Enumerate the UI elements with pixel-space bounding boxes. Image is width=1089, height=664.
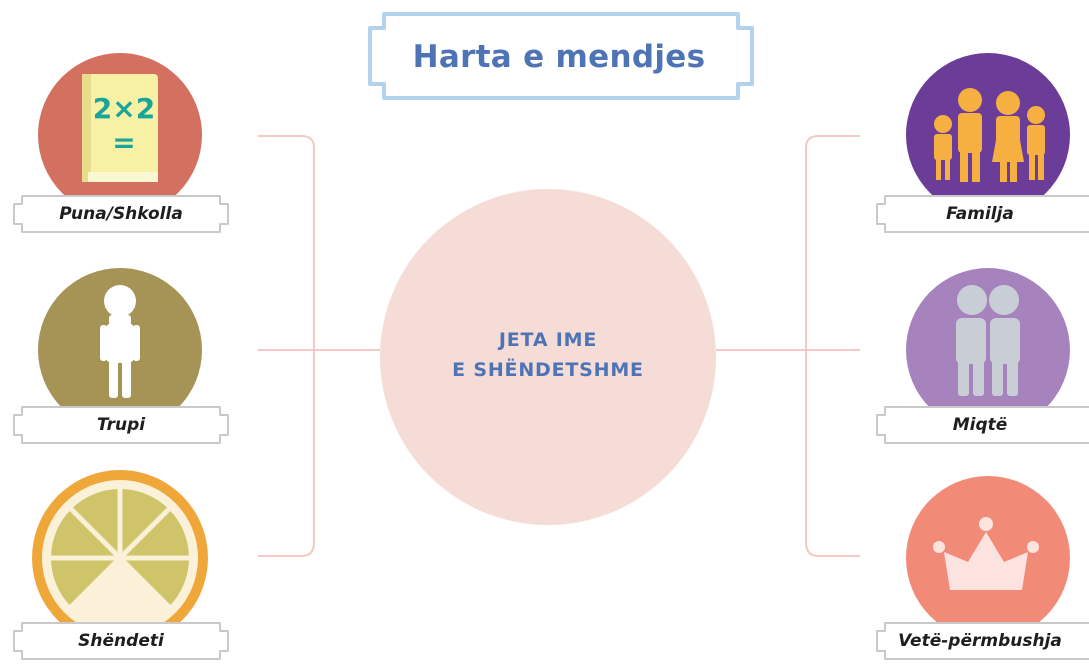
label-work-school: Puna/Shkolla [59,204,183,224]
book-formula-text: 2×2 [93,92,155,125]
label-frames-right [876,195,1089,660]
lemon-slice-icon [50,488,189,607]
family-icon [934,88,1045,182]
family-node-icon [906,53,1070,217]
fulfillment-node-icon [906,476,1070,640]
person-icon [100,285,140,398]
center-topic: JETA IME E SHËNDETSHME [380,315,716,395]
friends-node-icon [906,268,1070,432]
label-family: Familja [946,204,1014,224]
page-title: Harta e mendjes [412,39,706,75]
book-equals-text: = [112,126,135,159]
center-topic-line-2: E SHËNDETSHME [452,359,644,381]
label-body: Trupi [96,415,146,435]
right-bracket-line [805,135,860,557]
label-friends: Miqtë [952,415,1008,435]
work-node-icon: 2×2 = [38,53,202,217]
label-frames-left [13,195,229,660]
title-frame [368,12,754,100]
center-topic-line-1: JETA IME [498,329,598,351]
friends-icon [956,285,1020,396]
health-node-icon [32,470,208,646]
connector-lines [258,135,860,557]
label-health: Shëndeti [78,631,164,651]
crown-icon [933,517,1039,590]
left-bracket-line [258,135,315,557]
book-icon: 2×2 = [82,74,158,182]
center-circle [380,189,716,525]
label-fulfillment: Vetë-përmbushja [898,631,1062,651]
body-node-icon [38,268,202,432]
